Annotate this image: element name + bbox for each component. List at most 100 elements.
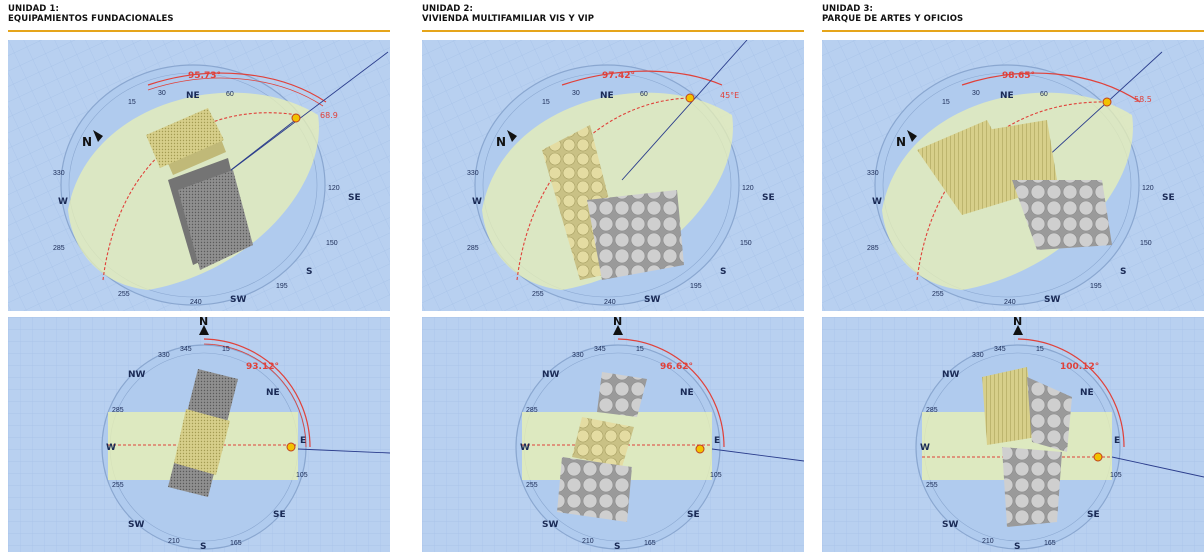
sw-label: SW — [942, 520, 958, 530]
north-arrow-icon — [1013, 325, 1023, 335]
scale-15: 15 — [636, 346, 644, 353]
scale-285: 285 — [867, 245, 879, 252]
isometric-solar-diagram: N NE 97.42° 45°E SE S SW W 15 30 60 120 … — [422, 40, 804, 311]
plan-solar-diagram: N 93.12° NE NW W E SE S SW 15 345 330 28… — [8, 317, 390, 552]
s-label: S — [1014, 542, 1020, 552]
ne-label: NE — [266, 388, 280, 398]
w-label: W — [58, 197, 68, 207]
scale-120: 120 — [328, 185, 340, 192]
scale-15: 15 — [222, 346, 230, 353]
scale-15: 15 — [942, 99, 950, 106]
nw-label: NW — [942, 370, 960, 380]
scale-255: 255 — [932, 291, 944, 298]
isometric-diagram-svg: N NE 98.65° 58.5 SE S SW W 15 30 60 120 … — [822, 40, 1204, 311]
plan-solar-diagram: N 96.62° NE NW W E SE S SW 15 345 330 28… — [422, 317, 804, 552]
unit-name: VIVIENDA MULTIFAMILIAR VIS Y VIP — [422, 13, 595, 24]
angle-label: 93.12° — [246, 362, 279, 372]
unit-3-column: UNIDAD 3: PARQUE DE ARTES Y OFICIOS — [822, 0, 1204, 552]
ne-label: NE — [1080, 388, 1094, 398]
north-label: N — [1013, 317, 1022, 328]
scale-285: 285 — [926, 407, 938, 414]
scale-345: 345 — [994, 346, 1006, 353]
scale-150: 150 — [740, 240, 752, 247]
scale-210: 210 — [168, 538, 180, 545]
unit-number: UNIDAD 1: — [8, 4, 60, 14]
angle-arc — [561, 70, 723, 86]
elevation-label: 45°E — [720, 91, 739, 100]
se-label: SE — [1162, 193, 1175, 203]
scale-285: 285 — [112, 407, 124, 414]
scale-255: 255 — [112, 482, 124, 489]
sun-icon — [1102, 97, 1112, 107]
scale-15: 15 — [1036, 346, 1044, 353]
building-yellow — [572, 417, 634, 467]
building-grey — [1027, 377, 1072, 452]
plan-diagram-svg: N 96.62° NE NW W E SE S SW 15 345 330 28… — [422, 317, 804, 552]
angle-arc — [961, 72, 1141, 103]
scale-330: 330 — [467, 170, 479, 177]
scale-15: 15 — [542, 99, 550, 106]
angle-arc — [1017, 338, 1125, 448]
angle-label: 98.65° — [1002, 71, 1035, 81]
isometric-diagram-svg: N NE 97.42° 45°E SE S SW W 15 30 60 120 … — [422, 40, 804, 311]
building-yellow — [982, 367, 1037, 445]
north-label: N — [82, 135, 92, 149]
ne-label: NE — [600, 91, 614, 101]
north-arrow-icon — [93, 130, 103, 142]
north-label: N — [496, 135, 506, 149]
se-label: SE — [762, 193, 775, 203]
plan-diagram-svg: N 100.12° NE NW W E SE S SW 15 345 330 2… — [822, 317, 1204, 552]
sw-label: SW — [230, 295, 246, 305]
s-label: S — [200, 542, 206, 552]
scale-240: 240 — [1004, 299, 1016, 306]
ne-label: NE — [1000, 91, 1014, 101]
sun-ray — [297, 448, 390, 454]
sun-ray — [621, 40, 748, 181]
w-label: W — [872, 197, 882, 207]
unit-2-column: UNIDAD 2: VIVIENDA MULTIFAMILIAR VIS Y V… — [422, 0, 804, 552]
unit-number: UNIDAD 2: — [422, 4, 474, 14]
sun-icon — [291, 113, 301, 123]
north-arrow-icon — [507, 130, 517, 142]
nw-label: NW — [128, 370, 146, 380]
north-arrow-icon — [613, 325, 623, 335]
scale-150: 150 — [326, 240, 338, 247]
scale-345: 345 — [594, 346, 606, 353]
angle-label: 100.12° — [1060, 362, 1099, 372]
isometric-solar-diagram: N NE 95.73° 68.9 SE S SW W 15 30 60 120 … — [8, 40, 390, 311]
scale-195: 195 — [276, 283, 288, 290]
north-label: N — [896, 135, 906, 149]
ne-label: NE — [680, 388, 694, 398]
header-rule — [822, 30, 1204, 32]
scale-240: 240 — [190, 299, 202, 306]
building-grey-2 — [557, 457, 632, 522]
e-label: E — [1114, 436, 1120, 446]
angle-arc — [203, 338, 311, 448]
se-label: SE — [1087, 510, 1100, 520]
scale-330: 330 — [158, 352, 170, 359]
se-label: SE — [687, 510, 700, 520]
sun-icon — [1093, 452, 1103, 462]
unit-header: UNIDAD 1: EQUIPAMIENTOS FUNDACIONALES — [8, 4, 390, 32]
sun-icon — [685, 93, 695, 103]
scale-60: 60 — [226, 91, 234, 98]
scale-60: 60 — [640, 91, 648, 98]
scale-165: 165 — [1044, 540, 1056, 547]
isometric-solar-diagram: N NE 98.65° 58.5 SE S SW W 15 30 60 120 … — [822, 40, 1204, 311]
angle-arc — [617, 338, 725, 448]
scale-165: 165 — [230, 540, 242, 547]
scale-30: 30 — [572, 90, 580, 97]
nw-label: NW — [542, 370, 560, 380]
scale-330: 330 — [972, 352, 984, 359]
unit-header: UNIDAD 3: PARQUE DE ARTES Y OFICIOS — [822, 4, 1204, 32]
sun-ray — [711, 448, 804, 462]
angle-label: 95.73° — [188, 71, 221, 81]
scale-195: 195 — [690, 283, 702, 290]
w-label: W — [106, 443, 116, 453]
scale-165: 165 — [644, 540, 656, 547]
se-label: SE — [273, 510, 286, 520]
scale-345: 345 — [180, 346, 192, 353]
sun-icon — [286, 442, 296, 452]
scale-210: 210 — [982, 538, 994, 545]
header-rule — [422, 30, 804, 32]
